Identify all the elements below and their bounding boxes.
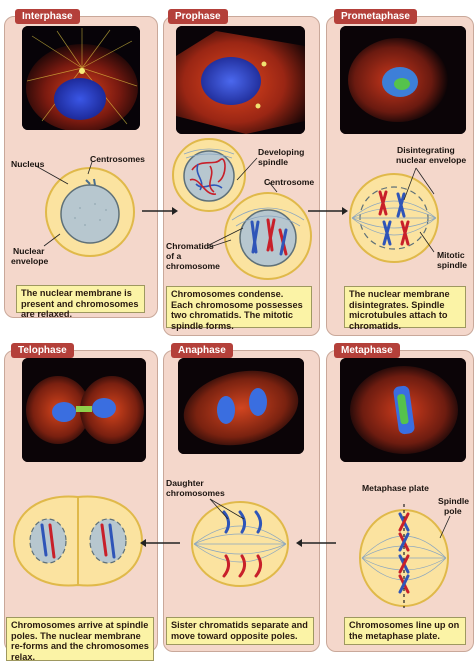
anaphase-title: Anaphase [171, 343, 233, 358]
anaphase-micrograph [178, 358, 304, 454]
prophase-micrograph [176, 26, 305, 134]
prophase-title: Prophase [168, 9, 228, 24]
arrow-interphase-to-prophase [142, 205, 178, 217]
anaphase-leader-lines [190, 495, 280, 535]
telophase-caption: Chromosomes arrive at spindle poles. The… [6, 617, 154, 661]
interphase-micrograph [22, 26, 140, 130]
metaphase-plate-label: Metaphase plate [362, 484, 429, 494]
metaphase-caption: Chromosomes line up on the metaphase pla… [344, 617, 466, 645]
prometaphase-title: Prometaphase [334, 9, 417, 24]
prometaphase-micrograph [340, 26, 466, 134]
metaphase-title: Metaphase [334, 343, 400, 358]
arrow-anaphase-to-telophase [140, 537, 184, 549]
prophase-caption: Chromosomes condense. Each chromosome po… [166, 286, 312, 328]
interphase-title: Interphase [15, 9, 80, 24]
interphase-caption: The nuclear membrane is present and chro… [16, 285, 145, 313]
metaphase-micrograph [340, 358, 466, 462]
telophase-title: Telophase [11, 343, 74, 358]
interphase-leader-lines [4, 150, 154, 270]
telophase-cell-diagram [10, 493, 146, 594]
prophase-leader-lines [165, 140, 315, 280]
anaphase-caption: Sister chromatids separate and move towa… [166, 617, 314, 645]
metaphase-leader-lines [430, 512, 470, 542]
arrow-metaphase-to-anaphase [296, 537, 340, 549]
arrow-prophase-to-prometaphase [308, 205, 348, 217]
prometaphase-caption: The nuclear membrane disintegrates. Spin… [344, 286, 466, 328]
prometaphase-leader-lines [330, 160, 470, 300]
telophase-micrograph [22, 358, 146, 462]
